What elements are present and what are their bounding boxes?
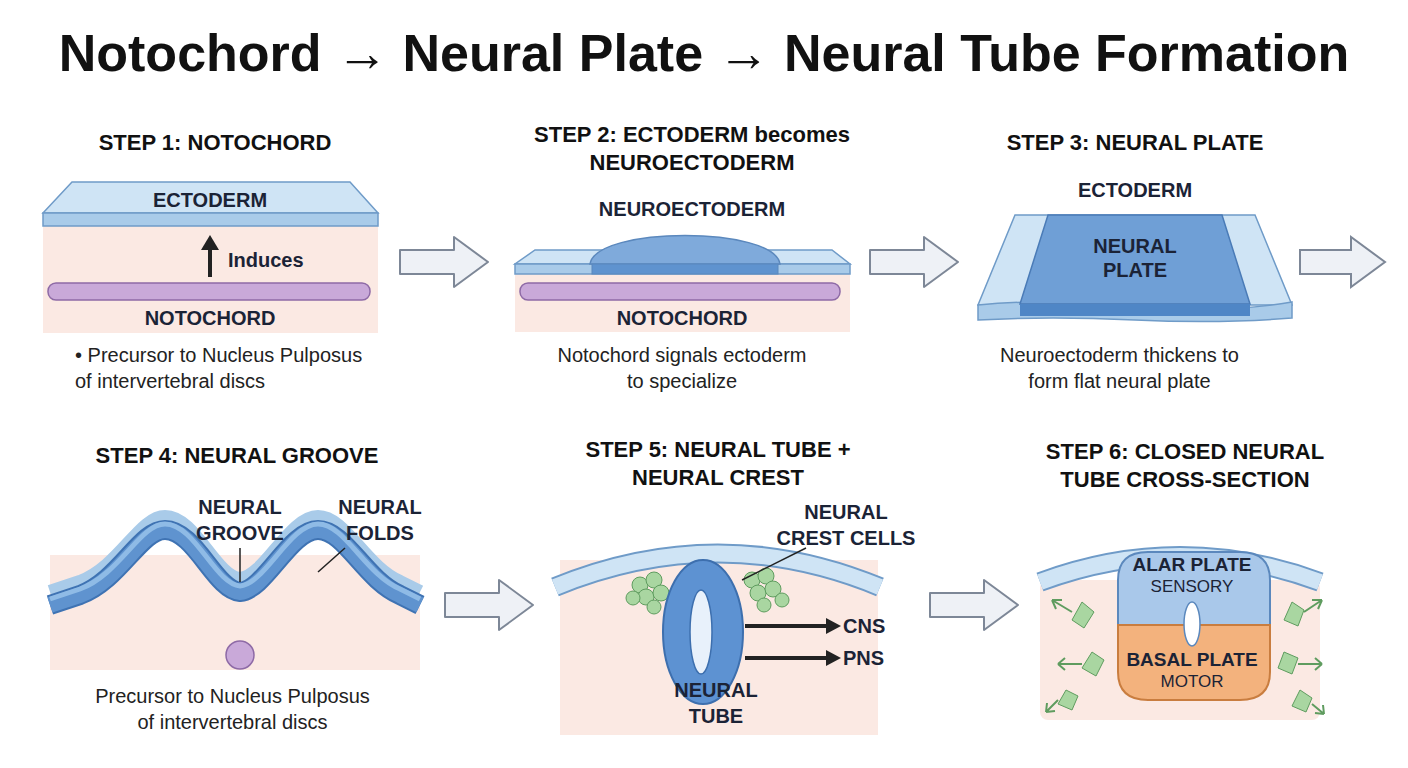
leader-line xyxy=(318,548,345,572)
crest-cell xyxy=(1082,652,1104,676)
neural-plate-edge xyxy=(1020,304,1250,316)
crest-cell xyxy=(775,593,789,607)
fate-arrow xyxy=(745,624,828,628)
step-arrow xyxy=(930,580,1018,630)
neural-crest-cluster xyxy=(626,572,669,614)
part-label: NEURAL GROOVE xyxy=(190,494,290,546)
notochord-rod xyxy=(48,283,370,300)
part-label: NEURAL TUBE xyxy=(666,677,766,729)
ectoderm-sheet-edge xyxy=(978,302,1292,322)
notochord-section xyxy=(226,641,254,669)
diagram-title: Notochord → Neural Plate → Neural Tube F… xyxy=(0,22,1408,84)
leader-line xyxy=(742,548,806,580)
induction-arrowhead xyxy=(201,235,219,250)
migration-arrow xyxy=(1046,700,1058,712)
step-caption: • Precursor to Nucleus Pulposus of inter… xyxy=(75,342,375,394)
neuroectoderm-bulge xyxy=(590,236,780,265)
crest-cell xyxy=(1292,690,1312,712)
tissue-background xyxy=(515,268,850,332)
step-arrow xyxy=(870,237,958,287)
fate-arrow xyxy=(745,656,828,660)
step-caption: Notochord signals ectoderm to specialize xyxy=(551,342,813,394)
migration-arrow xyxy=(1058,658,1082,670)
part-label: Induces xyxy=(228,248,328,272)
crest-cell xyxy=(1278,652,1298,674)
central-canal xyxy=(1184,602,1200,646)
part-label: NEUROECTODERM xyxy=(562,197,822,221)
notochord-rod xyxy=(520,283,840,300)
part-label: PNS xyxy=(843,646,903,670)
migration-arrow xyxy=(1304,600,1322,612)
step-heading: STEP 3: NEURAL PLATE xyxy=(965,129,1305,157)
crest-cell xyxy=(647,600,661,614)
ectoderm-slab-edge xyxy=(515,264,850,274)
migration-arrow xyxy=(1312,704,1324,714)
migration-arrow xyxy=(1298,658,1322,670)
part-label: NEURAL CREST CELLS xyxy=(771,499,921,551)
crest-cell xyxy=(626,591,640,605)
part-label: NOTOCHORD xyxy=(110,306,310,330)
part-label: NEURAL PLATE xyxy=(1080,234,1190,282)
step-heading: STEP 1: NOTOCHORD xyxy=(30,129,400,157)
part-label: SENSORY xyxy=(1117,577,1267,597)
leader-line xyxy=(239,548,241,582)
part-label: BASAL PLATE xyxy=(1117,648,1267,671)
step-heading: STEP 5: NEURAL TUBE + NEURAL CREST xyxy=(568,436,868,492)
step-panel: STEP 2: ECTODERM becomes NEUROECTODERM No… xyxy=(488,115,870,400)
step-panel: STEP 4: NEURAL GROOVE Precursor to Nucleu… xyxy=(20,435,445,735)
tissue-background xyxy=(43,213,378,333)
neural-canal xyxy=(690,590,712,674)
neural-plate-region xyxy=(1020,215,1250,304)
step-heading: STEP 4: NEURAL GROOVE xyxy=(37,442,437,470)
step-heading: STEP 2: ECTODERM becomes NEUROECTODERM xyxy=(522,121,862,177)
ectoderm-slab xyxy=(43,182,378,213)
part-label: MOTOR xyxy=(1117,672,1267,692)
neuroectoderm-edge xyxy=(592,264,778,274)
induction-arrow xyxy=(208,248,212,277)
part-label: ECTODERM xyxy=(1035,178,1235,202)
crest-cell xyxy=(757,598,771,612)
part-label: ALAR PLATE xyxy=(1117,553,1267,576)
migrating-crest-cells xyxy=(1046,600,1324,714)
crest-cell xyxy=(1072,602,1094,628)
ectoderm-slab-edge xyxy=(43,213,378,226)
part-label: NEURAL FOLDS xyxy=(330,494,430,546)
step-heading: STEP 6: CLOSED NEURAL TUBE CROSS-SECTION xyxy=(1035,438,1335,494)
step-caption: Precursor to Nucleus Pulposus of interve… xyxy=(90,683,375,735)
fate-arrowhead xyxy=(826,618,841,634)
flow-arrow xyxy=(1300,237,1385,287)
neural-crest-cluster xyxy=(744,568,789,612)
step-panel: STEP 1: NOTOCHORD • Precursor to Nucleus … xyxy=(30,120,400,400)
part-label: ECTODERM xyxy=(110,188,310,212)
step-arrow xyxy=(445,580,533,630)
crest-cell xyxy=(1284,602,1304,626)
step-arrow xyxy=(400,237,488,287)
ectoderm-sheet xyxy=(978,215,1292,305)
fate-arrowhead xyxy=(826,650,841,666)
migration-arrow xyxy=(1052,600,1072,612)
tissue-background xyxy=(560,560,878,735)
crest-cell xyxy=(1058,690,1078,710)
part-label: NOTOCHORD xyxy=(582,306,782,330)
step-caption: Neuroectoderm thickens to form flat neur… xyxy=(992,342,1247,394)
part-label: CNS xyxy=(843,614,903,638)
